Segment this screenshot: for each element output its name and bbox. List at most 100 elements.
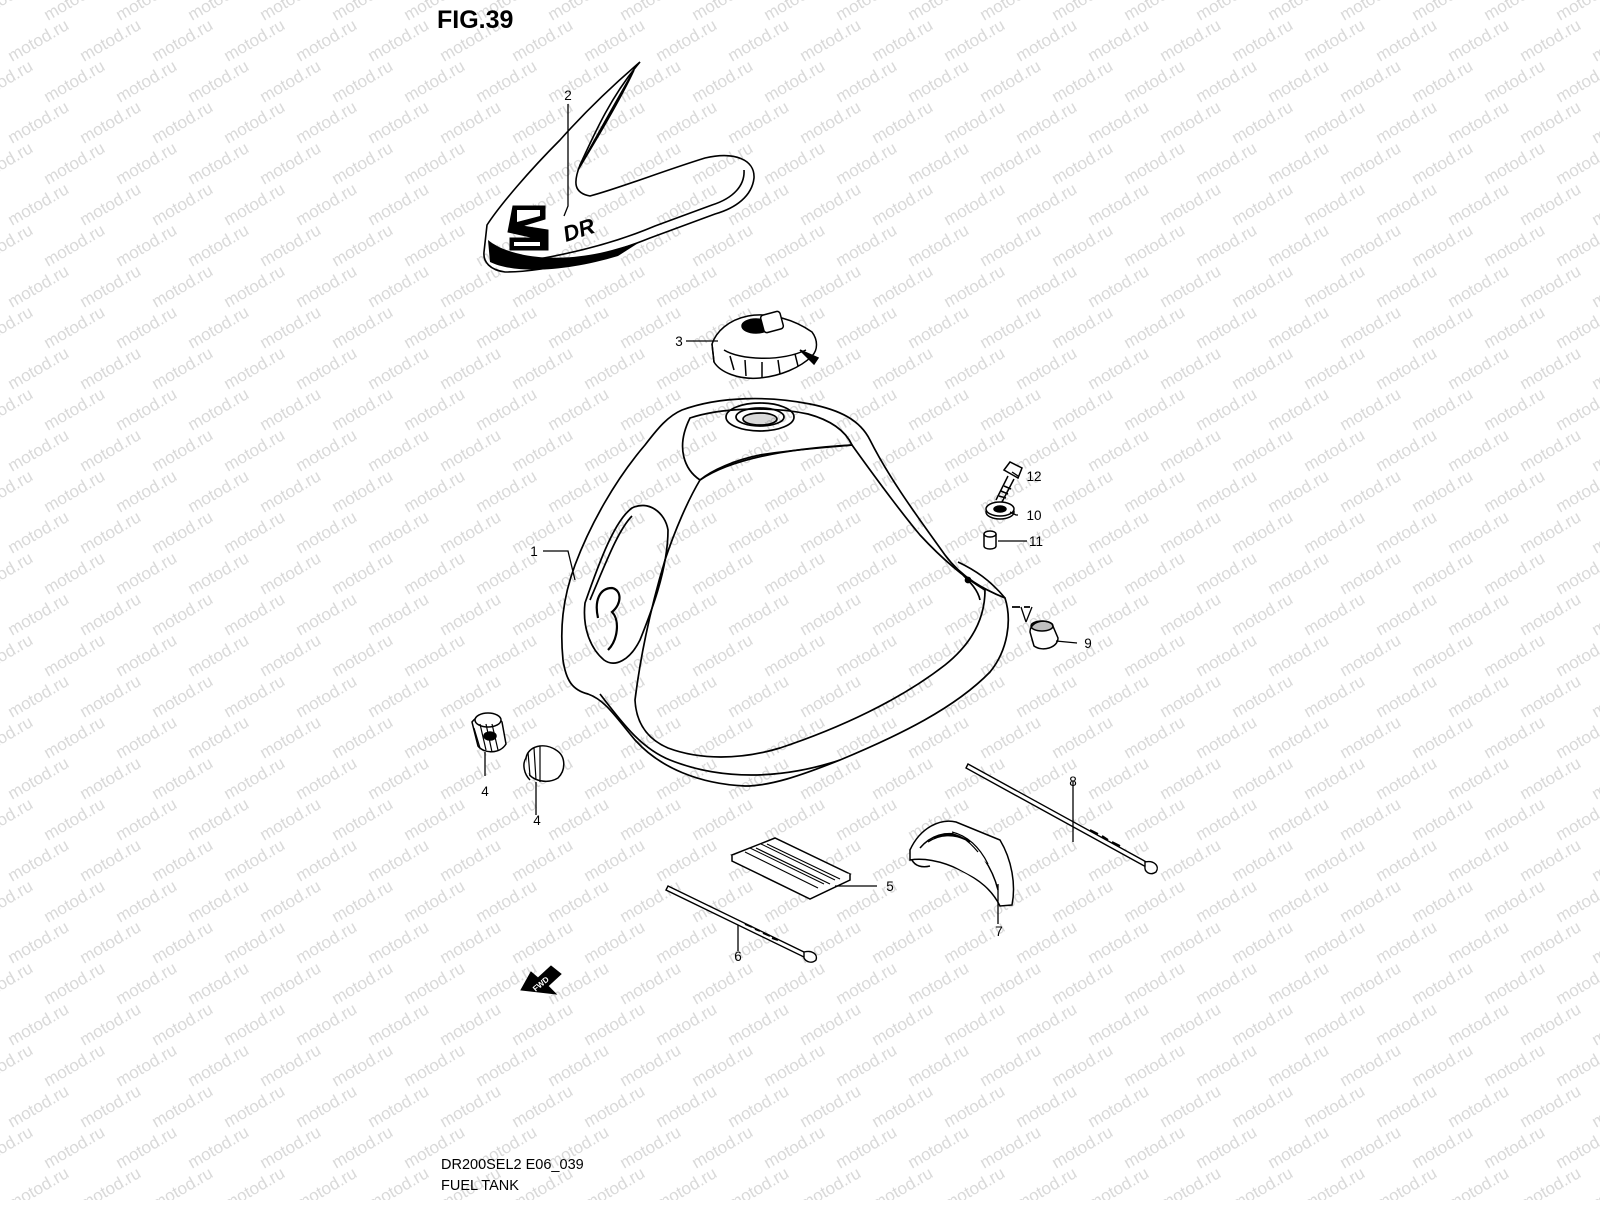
- watermark-text: motod.ru: [689, 548, 757, 598]
- watermark-text: motod.ru: [221, 1081, 289, 1131]
- watermark-text: motod.ru: [41, 548, 109, 598]
- watermark-text: motod.ru: [977, 56, 1045, 106]
- watermark-text: motod.ru: [401, 630, 469, 680]
- watermark-text: motod.ru: [1229, 1163, 1297, 1200]
- watermark-text: motod.ru: [1265, 794, 1333, 844]
- watermark-text: motod.ru: [1481, 712, 1549, 762]
- watermark-text: motod.ru: [1193, 548, 1261, 598]
- watermark-text: motod.ru: [221, 97, 289, 147]
- watermark-text: motod.ru: [221, 589, 289, 639]
- watermark-text: motod.ru: [185, 466, 253, 516]
- watermark-text: motod.ru: [1229, 1081, 1297, 1131]
- watermark-text: motod.ru: [149, 15, 217, 65]
- watermark-text: motod.ru: [1013, 1081, 1081, 1131]
- watermark-text: motod.ru: [365, 97, 433, 147]
- watermark-text: motod.ru: [113, 466, 181, 516]
- watermark-text: motod.ru: [833, 1040, 901, 1090]
- watermark-text: motod.ru: [41, 56, 109, 106]
- watermark-text: motod.ru: [473, 630, 541, 680]
- watermark-text: motod.ru: [509, 425, 577, 475]
- callout-1: 1: [530, 544, 538, 559]
- watermark-text: motod.ru: [113, 712, 181, 762]
- watermark-text: motod.ru: [365, 753, 433, 803]
- watermark-text: motod.ru: [41, 138, 109, 188]
- watermark-text: motod.ru: [1193, 794, 1261, 844]
- watermark-text: motod.ru: [293, 589, 361, 639]
- watermark-text: motod.ru: [509, 15, 577, 65]
- watermark-text: motod.ru: [1085, 97, 1153, 147]
- watermark-text: motod.ru: [1121, 958, 1189, 1008]
- watermark-text: motod.ru: [1193, 302, 1261, 352]
- watermark-text: motod.ru: [257, 958, 325, 1008]
- watermark-text: motod.ru: [1409, 466, 1477, 516]
- watermark-text: motod.ru: [797, 1163, 865, 1200]
- watermark-text: motod.ru: [1481, 56, 1549, 106]
- watermark-text: motod.ru: [1517, 507, 1585, 557]
- watermark-text: motod.ru: [329, 220, 397, 270]
- watermark-text: motod.ru: [365, 261, 433, 311]
- watermark-text: motod.ru: [797, 753, 865, 803]
- watermark-text: motod.ru: [401, 1040, 469, 1090]
- watermark-text: motod.ru: [1409, 56, 1477, 106]
- watermark-text: motod.ru: [833, 0, 901, 24]
- watermark-text: motod.ru: [545, 630, 613, 680]
- watermark-text: motod.ru: [1445, 753, 1513, 803]
- watermark-text: motod.ru: [653, 1163, 721, 1200]
- watermark-text: motod.ru: [1265, 876, 1333, 926]
- watermark-text: motod.ru: [905, 466, 973, 516]
- watermark-text: motod.ru: [941, 343, 1009, 393]
- watermark-text: motod.ru: [1553, 548, 1600, 598]
- watermark-text: motod.ru: [1265, 548, 1333, 598]
- watermark-text: motod.ru: [545, 0, 613, 24]
- watermark-text: motod.ru: [293, 835, 361, 885]
- watermark-text: motod.ru: [1553, 220, 1600, 270]
- watermark-text: motod.ru: [149, 507, 217, 557]
- watermark-text: motod.ru: [1589, 15, 1600, 65]
- watermark-text: motod.ru: [257, 220, 325, 270]
- watermark-text: motod.ru: [617, 630, 685, 680]
- watermark-text: motod.ru: [977, 0, 1045, 24]
- watermark-text: motod.ru: [329, 466, 397, 516]
- watermark-text: motod.ru: [1013, 97, 1081, 147]
- diagram-caption: FUEL TANK: [441, 1178, 519, 1194]
- watermark-text: motod.ru: [77, 179, 145, 229]
- watermark-text: motod.ru: [1157, 97, 1225, 147]
- watermark-text: motod.ru: [0, 712, 36, 762]
- cap-part: [1030, 621, 1058, 649]
- watermark-text: motod.ru: [1589, 753, 1600, 803]
- washer: [986, 502, 1014, 519]
- watermark-text: motod.ru: [1517, 343, 1585, 393]
- watermark-text: motod.ru: [1517, 835, 1585, 885]
- watermark-text: motod.ru: [257, 466, 325, 516]
- watermark-text: motod.ru: [1301, 507, 1369, 557]
- watermark-text: motod.ru: [1373, 179, 1441, 229]
- watermark-text: motod.ru: [437, 753, 505, 803]
- watermark-text: motod.ru: [1265, 1040, 1333, 1090]
- watermark-text: motod.ru: [977, 384, 1045, 434]
- watermark-text: motod.ru: [149, 671, 217, 721]
- watermark-text: motod.ru: [1481, 630, 1549, 680]
- watermark-text: motod.ru: [653, 179, 721, 229]
- watermark-text: motod.ru: [1445, 97, 1513, 147]
- watermark-text: motod.ru: [257, 1122, 325, 1172]
- watermark-text: motod.ru: [1121, 548, 1189, 598]
- watermark-text: motod.ru: [941, 753, 1009, 803]
- watermark-text: motod.ru: [1157, 15, 1225, 65]
- watermark-text: motod.ru: [1301, 179, 1369, 229]
- watermark-text: motod.ru: [1409, 384, 1477, 434]
- watermark-text: motod.ru: [1049, 220, 1117, 270]
- watermark-text: motod.ru: [1589, 343, 1600, 393]
- watermark-text: motod.ru: [437, 97, 505, 147]
- figure-title: FIG.39: [437, 6, 513, 35]
- watermark-text: motod.ru: [797, 15, 865, 65]
- watermark-text: motod.ru: [1013, 343, 1081, 393]
- watermark-text: motod.ru: [401, 958, 469, 1008]
- watermark-text: motod.ru: [329, 1040, 397, 1090]
- watermark-text: motod.ru: [1121, 712, 1189, 762]
- watermark-text: motod.ru: [185, 220, 253, 270]
- watermark-text: motod.ru: [725, 261, 793, 311]
- watermark-text: motod.ru: [1157, 1163, 1225, 1200]
- watermark-text: motod.ru: [653, 835, 721, 885]
- watermark-text: motod.ru: [797, 97, 865, 147]
- watermark-text: motod.ru: [77, 835, 145, 885]
